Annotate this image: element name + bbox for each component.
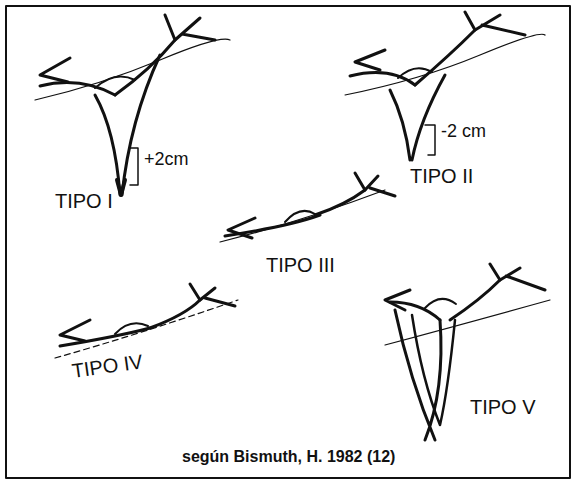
type-label: TIPO IV <box>70 350 143 382</box>
type-label: TIPO III <box>266 254 335 276</box>
dimension-label: +2cm <box>144 150 189 170</box>
type-1-drawing <box>35 15 230 195</box>
type-4-drawing <box>55 284 238 358</box>
type-label: TIPO V <box>470 396 536 418</box>
type-5-drawing <box>385 264 550 440</box>
type-label: TIPO II <box>410 165 473 187</box>
source-caption: según Bismuth, H. 1982 (12) <box>182 448 395 466</box>
type-label: TIPO I <box>55 190 113 212</box>
dimension-label: -2 cm <box>441 122 486 142</box>
type-2-drawing <box>345 12 545 160</box>
type-3-drawing <box>220 173 395 242</box>
frame <box>6 6 570 478</box>
